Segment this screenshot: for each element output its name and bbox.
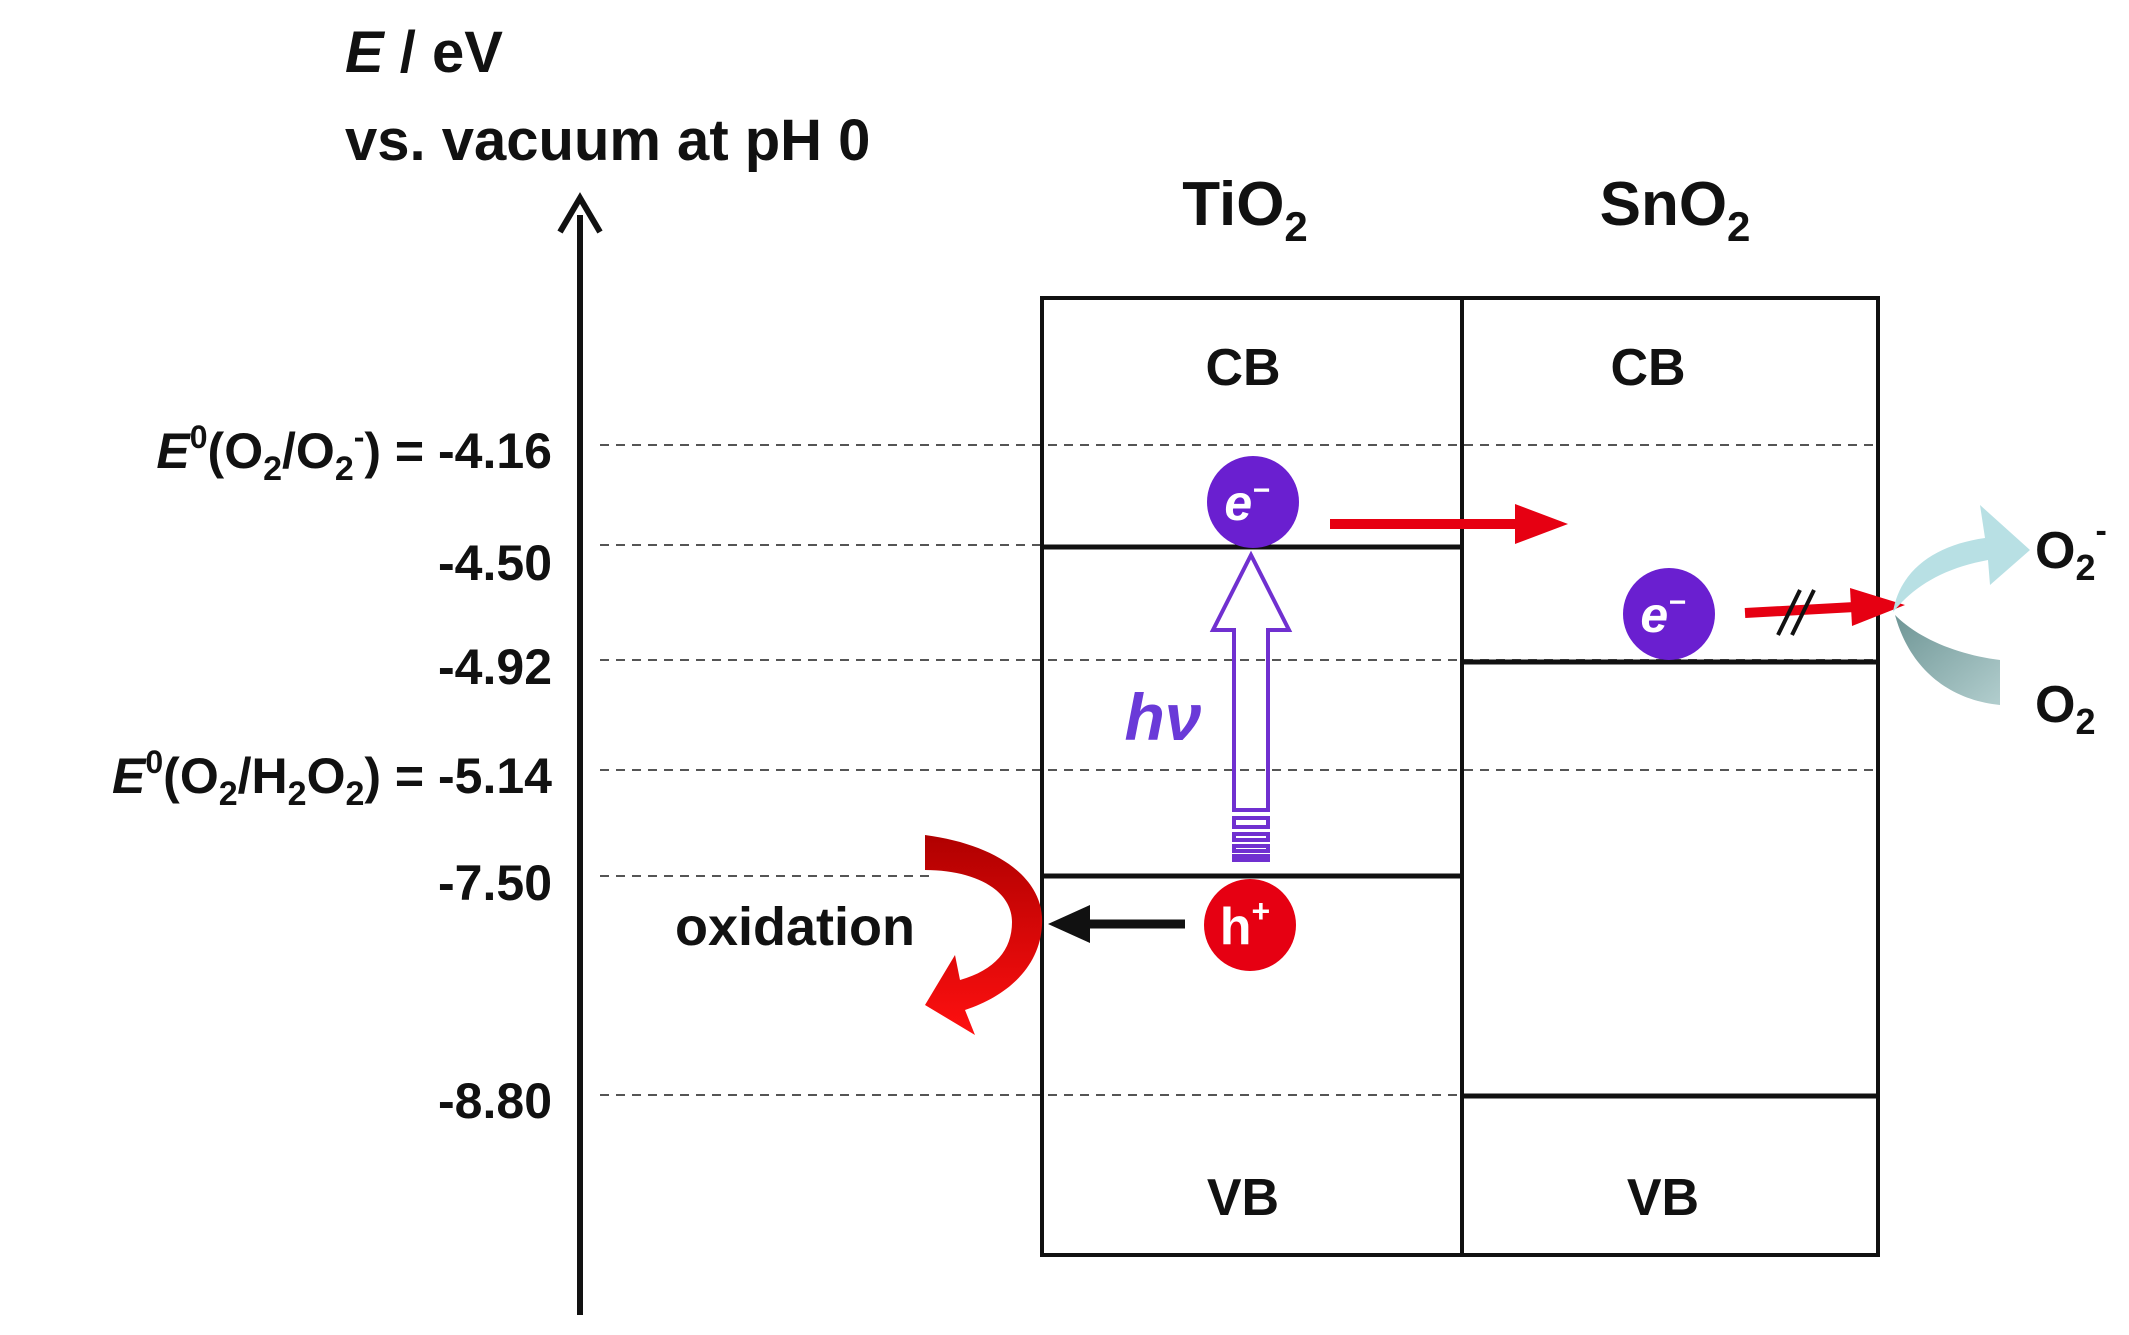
axis-symbol: E: [345, 20, 386, 85]
hole-transfer-arrow: [1048, 905, 1185, 943]
oxidation-label: oxidation: [675, 897, 915, 957]
excitation-arrow: [1209, 550, 1293, 862]
level-o2-superoxide: E0(O2/O2-) = -4.16: [156, 419, 552, 488]
sno2-vb-label: VB: [1627, 1169, 1699, 1227]
excitation-label: hν: [1124, 680, 1201, 754]
level-o2-peroxide: E0(O2/H2O2) = -5.14: [112, 744, 552, 813]
oxygen-arrow: [1895, 615, 2000, 705]
material-tio2: TiO2: [1182, 170, 1308, 250]
level-tio2-vb-edge: -7.50: [438, 855, 552, 911]
tio2-cb-label: CB: [1205, 339, 1280, 397]
svg-text:e−: e−: [1640, 586, 1685, 643]
superoxide-arrow: [1893, 505, 2030, 612]
oxidation-arrow: [925, 835, 1043, 1035]
product-oxygen: O2: [2035, 676, 2095, 742]
electron-sno2: e−: [1623, 568, 1715, 660]
level-sno2-vb-edge: -8.80: [438, 1073, 552, 1129]
hole-tio2: h+: [1204, 879, 1296, 971]
svg-text:e−: e−: [1224, 474, 1269, 531]
electron-tio2: e−: [1207, 456, 1299, 548]
axis-title: E / eV: [345, 20, 503, 85]
axis-reference: vs. vacuum at pH 0: [345, 108, 870, 173]
electron-transfer-arrow: [1330, 504, 1568, 544]
product-superoxide: O2-: [2035, 512, 2107, 588]
sno2-band-box: [1460, 296, 1880, 1257]
level-tio2-cb-edge: -4.50: [438, 535, 552, 591]
tio2-vb-label: VB: [1207, 1169, 1279, 1227]
axis-unit: / eV: [384, 20, 504, 85]
svg-text:h+: h+: [1220, 893, 1270, 956]
material-sno2: SnO2: [1600, 170, 1751, 250]
tio2-band-box: [1040, 296, 1464, 1257]
blocked-transfer-arrow: [1744, 588, 1905, 636]
energy-axis: [557, 192, 603, 1315]
sno2-cb-label: CB: [1610, 339, 1685, 397]
level-sno2-cb-edge: -4.92: [438, 639, 552, 695]
